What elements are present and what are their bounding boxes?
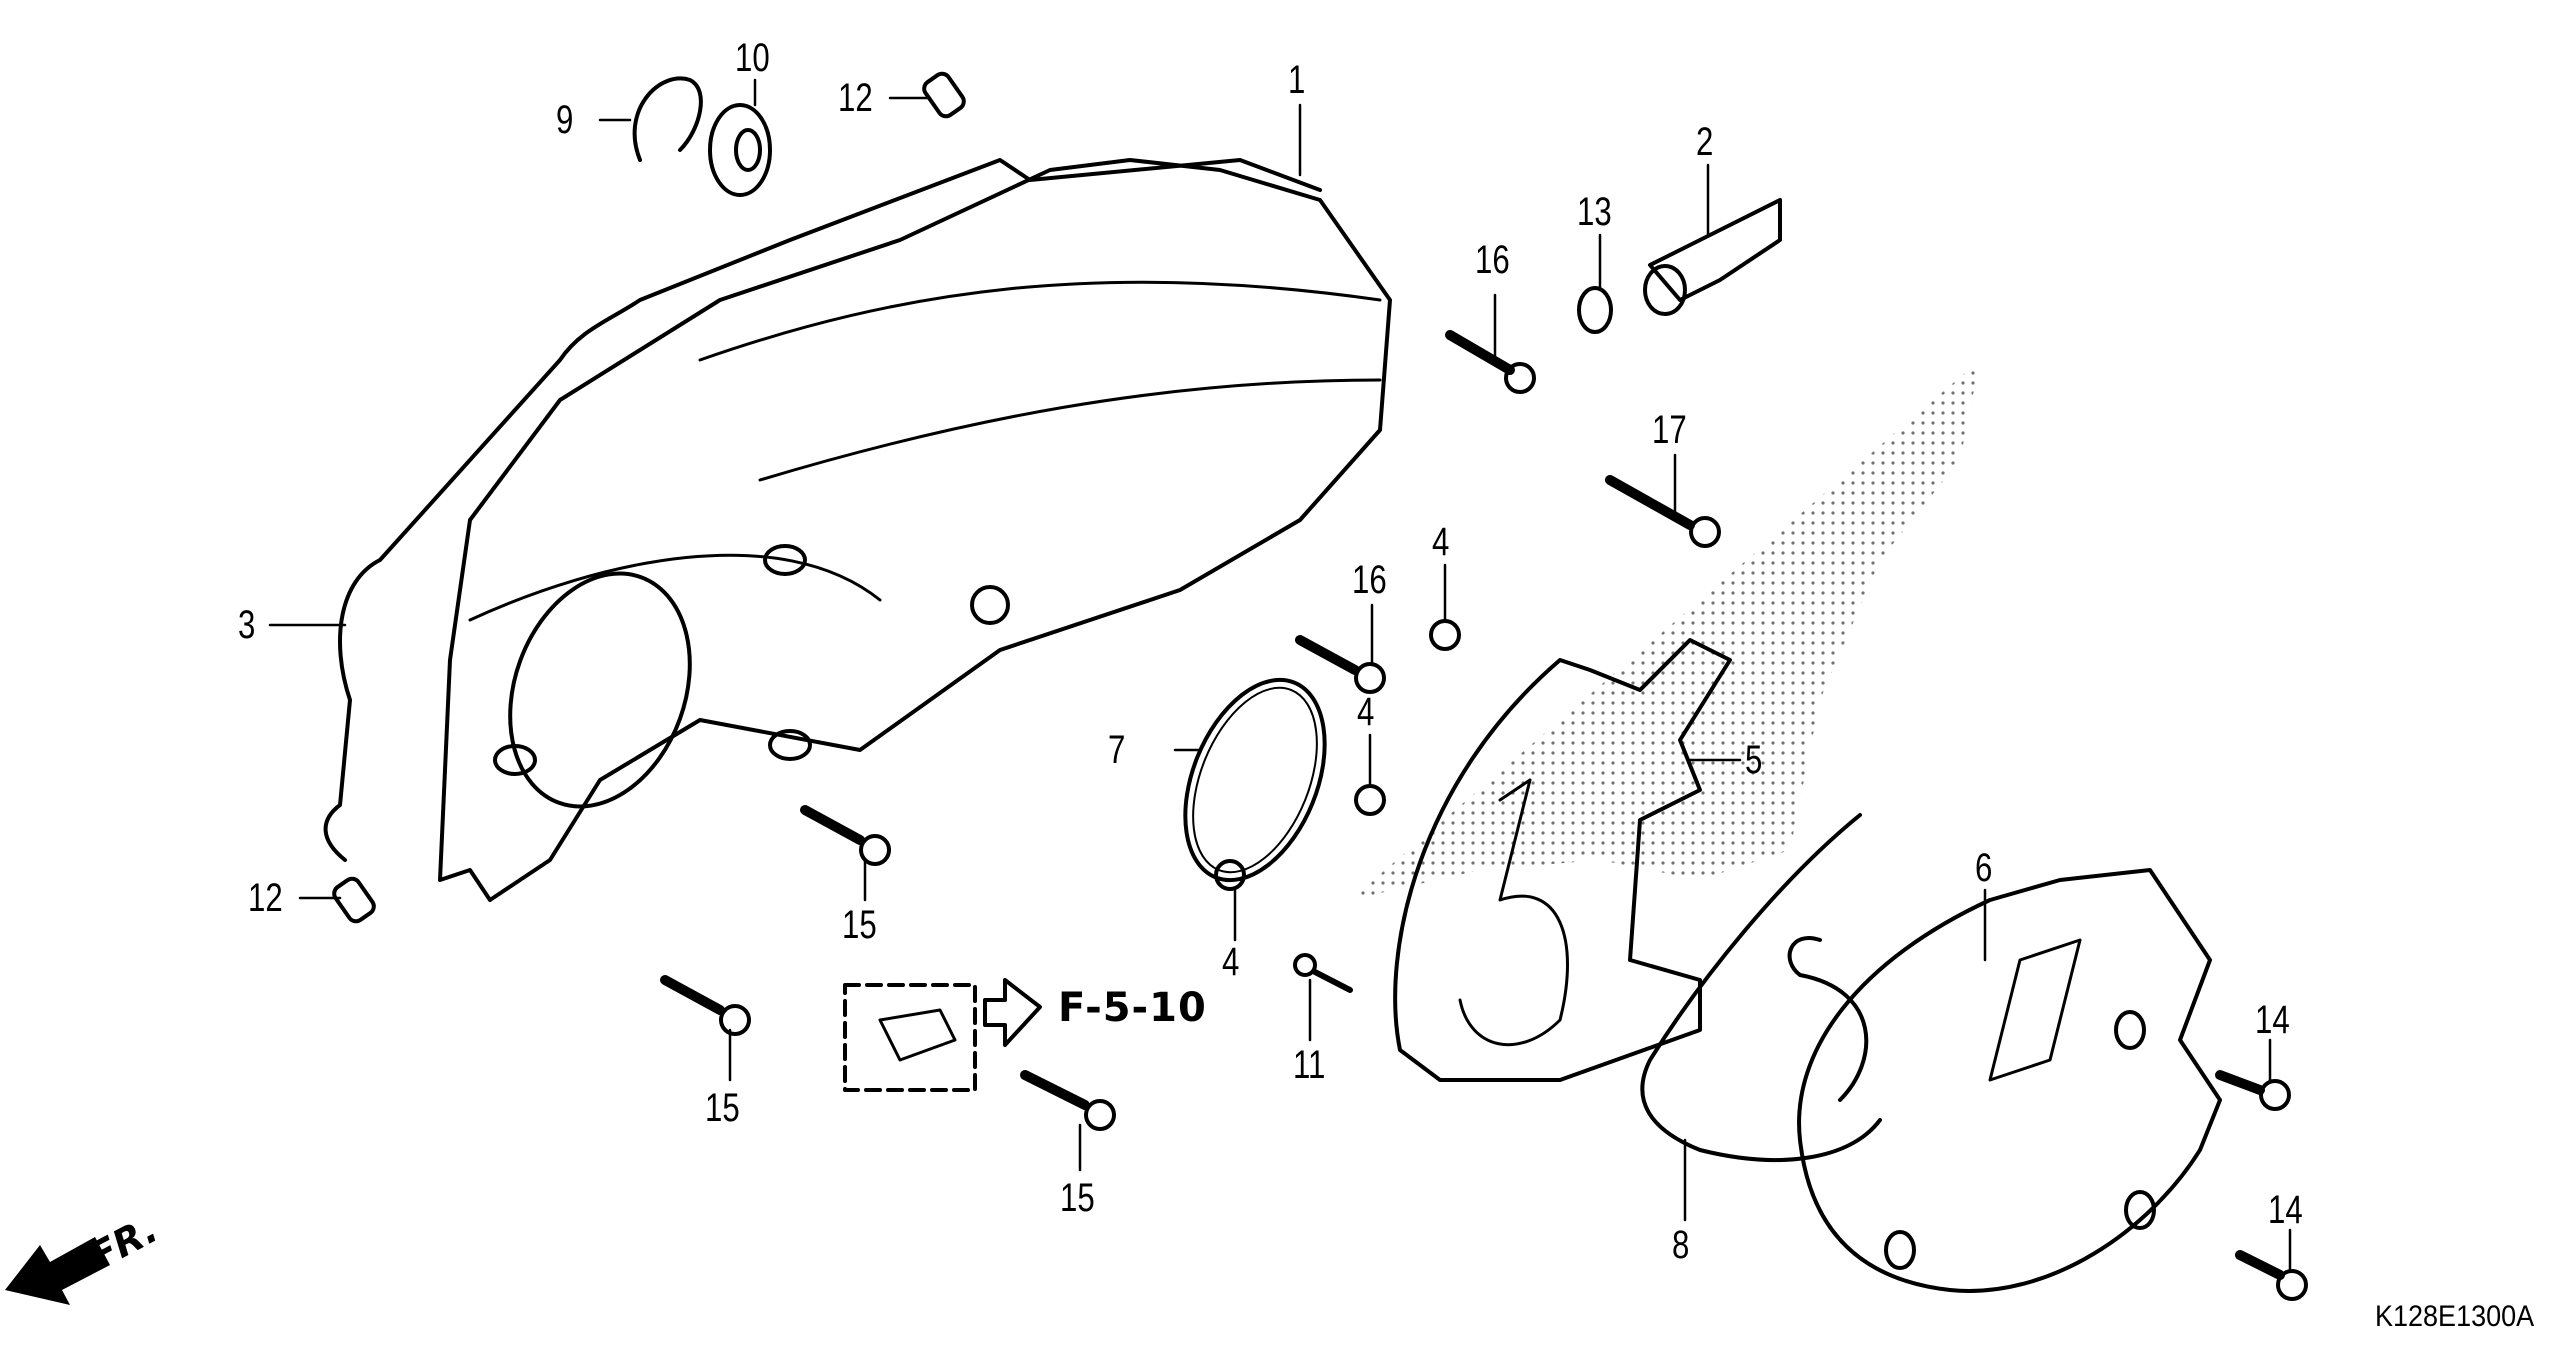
- main-cover-outline: [438, 158, 1392, 902]
- bolt-15-left: [660, 975, 751, 1036]
- callout-11: 11: [1293, 1043, 1326, 1087]
- callout-15-left: 15: [705, 1086, 740, 1130]
- screw-11: [1293, 953, 1353, 993]
- collar-4-bottom: [1214, 859, 1246, 891]
- ball-bearing: [708, 103, 772, 197]
- outer-cover-outline: [1797, 868, 2222, 1293]
- callout-3: 3: [238, 603, 256, 647]
- collar-4-mid: [1354, 784, 1386, 816]
- callout-13: 13: [1577, 190, 1612, 234]
- callout-9: 9: [556, 98, 574, 142]
- hose-clamp: [1577, 286, 1613, 334]
- bolt-14-top: [2215, 1070, 2291, 1111]
- callout-6: 6: [1975, 846, 1993, 890]
- callout-4-mid: 4: [1357, 690, 1375, 734]
- bolt-15-bottom: [1020, 1070, 1116, 1131]
- callout-12-top: 12: [838, 76, 873, 120]
- collar-4-top: [1429, 619, 1461, 651]
- dowel-pin-bottom: [332, 876, 376, 924]
- callout-8: 8: [1672, 1223, 1690, 1267]
- callout-1: 1: [1288, 58, 1306, 102]
- callout-15-mid: 15: [842, 903, 877, 947]
- callout-17: 17: [1652, 408, 1687, 452]
- reference-arrow-icon: [983, 978, 1042, 1047]
- bolt-17: [1605, 475, 1721, 548]
- stipple-shading: [1350, 360, 1980, 900]
- callout-16-mid: 16: [1352, 558, 1387, 602]
- front-direction-arrow-icon: [5, 1237, 110, 1305]
- bolt-16-top: [1445, 330, 1536, 394]
- callout-7: 7: [1108, 728, 1126, 772]
- callout-14-bottom: 14: [2268, 1188, 2303, 1232]
- callout-16-top: 16: [1475, 238, 1510, 282]
- callout-14-top: 14: [2255, 998, 2290, 1042]
- callout-4-top: 4: [1432, 520, 1450, 564]
- inner-cover-outline: [1393, 638, 1732, 1082]
- callout-15-bottom: 15: [1060, 1176, 1095, 1220]
- cover-opening: [508, 571, 692, 809]
- callout-5: 5: [1745, 738, 1763, 782]
- callout-2: 2: [1696, 120, 1714, 164]
- seal-outline: [1640, 813, 1882, 1162]
- cross-reference-link[interactable]: F-5-10: [1058, 985, 1207, 1031]
- bolt-15-mid: [800, 805, 891, 866]
- air-duct: [1648, 198, 1782, 302]
- snap-ring: [632, 76, 703, 162]
- callout-12-bottom: 12: [248, 876, 283, 920]
- gasket-outline: [323, 158, 1322, 862]
- figure-code: K128E1300A: [2375, 1300, 2535, 1333]
- dowel-pin-top: [922, 71, 966, 119]
- bolt-16-mid: [1295, 635, 1386, 694]
- reference-box: [843, 983, 977, 1092]
- bolt-14-bottom: [2235, 1250, 2308, 1301]
- callout-10: 10: [735, 36, 770, 80]
- callout-4-bottom: 4: [1222, 940, 1240, 984]
